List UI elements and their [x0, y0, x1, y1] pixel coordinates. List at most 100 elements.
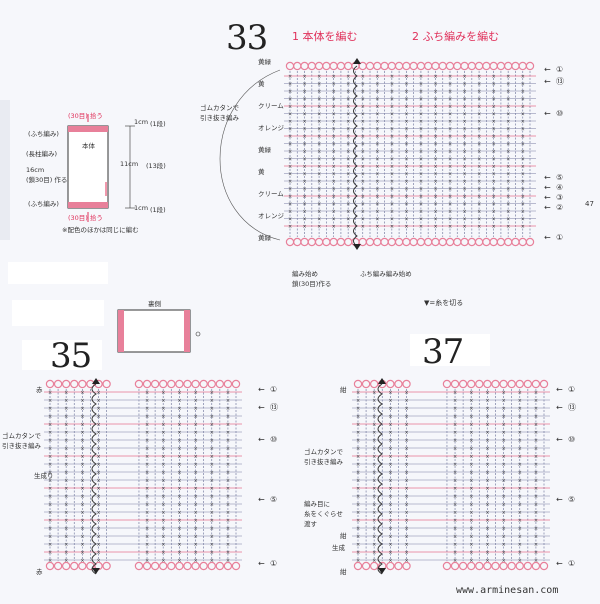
stitch-mark: × — [518, 526, 522, 532]
stitch-mark: × — [502, 542, 506, 548]
stitch-mark: × — [303, 89, 307, 95]
stitch-mark: × — [161, 510, 165, 516]
stitch-mark: × — [534, 542, 538, 548]
row-color-label: 黄緑 — [258, 233, 272, 242]
stitch-mark: × — [477, 127, 481, 133]
stitch-mark: × — [356, 406, 360, 412]
stitch-mark: × — [48, 470, 52, 476]
schematic-bottom-label: (30目) 拾う — [68, 214, 103, 222]
rubber-thread — [353, 65, 358, 247]
stitch-mark: × — [177, 454, 181, 460]
stitch-mark: × — [361, 224, 365, 230]
stitch-mark: × — [303, 142, 307, 148]
stitch-mark: × — [405, 542, 409, 548]
stitch-mark: × — [388, 430, 392, 436]
stitch-mark: × — [448, 89, 452, 95]
schematic-edge-bottom: 1cm — [134, 204, 149, 212]
picot-bottom — [387, 237, 397, 247]
stitch-mark: × — [161, 534, 165, 540]
stitch-mark: × — [405, 478, 409, 484]
page-number: 47 — [585, 200, 594, 208]
picot-bottom — [460, 237, 469, 247]
stitch-mark: × — [390, 104, 394, 110]
stitch-mark: × — [356, 430, 360, 436]
stitch-mark: × — [288, 164, 292, 170]
stitch-mark: × — [534, 414, 538, 420]
stitch-mark: × — [521, 82, 525, 88]
stitch-mark: × — [477, 89, 481, 95]
stitch-mark: × — [361, 187, 365, 193]
stitch-mark: × — [177, 478, 181, 484]
diagram-33-step1: 1 本体を編む — [292, 30, 358, 43]
stitch-mark: × — [332, 149, 336, 155]
stitch-mark: × — [145, 454, 149, 460]
picot-bottom — [423, 237, 433, 247]
stitch-mark: × — [361, 209, 365, 215]
stitch-mark: × — [356, 534, 360, 540]
stitch-mark: × — [388, 398, 392, 404]
picot-bottom — [175, 561, 184, 571]
stitch-mark: × — [390, 74, 394, 80]
stitch-mark: × — [521, 202, 525, 208]
stitch-mark: × — [492, 157, 496, 163]
stitch-mark: × — [317, 164, 321, 170]
picot-bottom — [183, 561, 192, 571]
stitch-mark: × — [433, 157, 437, 163]
stitch-mark: × — [97, 478, 101, 484]
stitch-mark: × — [161, 470, 165, 476]
schematic-edge-top: 1cm — [134, 118, 149, 126]
stitch-mark: × — [361, 89, 365, 95]
stitch-mark: × — [485, 510, 489, 516]
picot-bottom — [499, 561, 508, 571]
stitch-mark: × — [80, 414, 84, 420]
stitch-mark: × — [80, 550, 84, 556]
diagram-37-number: 37 — [422, 332, 464, 372]
stitch-mark: × — [80, 390, 84, 396]
picot-top — [491, 379, 500, 389]
row-color-label: 黄緑 — [258, 145, 272, 154]
row-arrow-left: ← — [544, 183, 551, 192]
stitch-mark: × — [80, 438, 84, 444]
stitch-mark: × — [375, 142, 379, 148]
stitch-mark: × — [361, 179, 365, 185]
left-bracket — [219, 69, 281, 241]
stitch-mark: × — [80, 518, 84, 524]
stitch-mark: × — [194, 510, 198, 516]
stitch-mark: × — [433, 224, 437, 230]
stitch-mark: × — [390, 164, 394, 170]
row-arrow-left: ← — [544, 233, 551, 242]
stitch-mark: × — [534, 406, 538, 412]
picot-bottom — [223, 561, 233, 571]
row-color-label: クリーム — [258, 102, 284, 110]
picot-bottom — [300, 237, 309, 247]
picot-bottom — [307, 237, 317, 247]
picot-top — [353, 379, 363, 389]
stitch-mark: × — [502, 534, 506, 540]
stitch-mark: × — [419, 172, 423, 178]
row-number: ④ — [556, 183, 563, 192]
picot-top — [361, 379, 371, 389]
picot-top — [442, 379, 452, 389]
blank-box-2 — [12, 300, 104, 326]
stitch-mark: × — [477, 149, 481, 155]
stitch-mark: × — [433, 164, 437, 170]
stitch-mark: × — [372, 462, 376, 468]
stitch-mark: × — [521, 104, 525, 110]
schematic-color-note: ※配色のほかは同じに編む — [62, 226, 139, 234]
stitch-mark: × — [404, 164, 408, 170]
row-arrow-left: ← — [544, 193, 551, 202]
stitch-mark: × — [288, 82, 292, 88]
picot-top — [293, 61, 302, 71]
stitch-mark: × — [388, 454, 392, 460]
stitch-mark: × — [390, 82, 394, 88]
stitch-mark: × — [372, 534, 376, 540]
stitch-mark: × — [469, 494, 473, 500]
picot-bottom — [507, 561, 516, 571]
d37-top-color: 紺 — [340, 386, 347, 394]
row-number: ⑬ — [270, 403, 278, 412]
stitch-mark: × — [288, 179, 292, 185]
cut-mark-bottom — [378, 568, 386, 574]
stitch-mark: × — [534, 470, 538, 476]
picot-bottom — [361, 561, 371, 571]
stitch-mark: × — [161, 494, 165, 500]
